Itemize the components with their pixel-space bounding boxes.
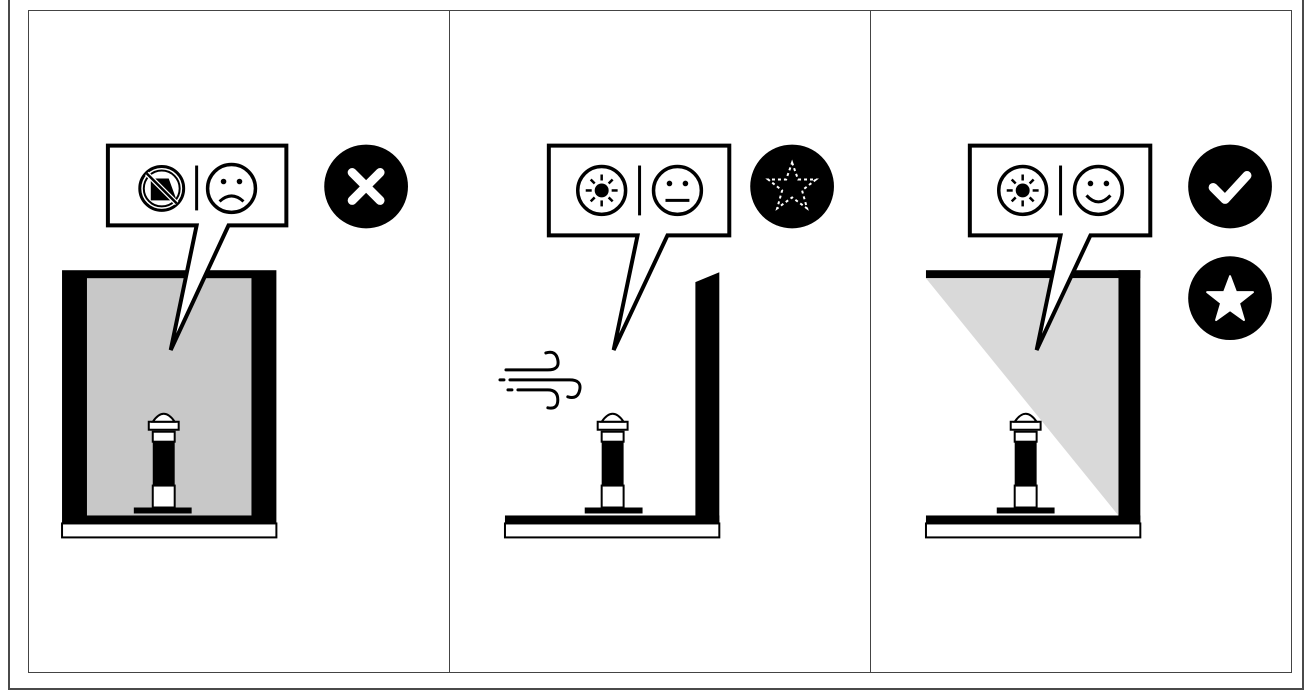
- bollard-light: [584, 412, 643, 514]
- enclosure-structure: [61, 270, 278, 539]
- no-sun-icon: [138, 165, 186, 212]
- panel-enclosed: [29, 11, 450, 672]
- x-icon: [324, 144, 408, 229]
- panel-open: [450, 11, 871, 672]
- enclosure-structure: [924, 270, 1142, 539]
- sun-icon: [997, 164, 1049, 217]
- bollard-light: [996, 412, 1055, 514]
- neutral-face-icon: [651, 164, 704, 217]
- panel-open-drawing: [498, 143, 834, 539]
- sun-icon: [576, 164, 628, 217]
- dashed-star-icon: [750, 144, 834, 229]
- outer-border: [8, 0, 1304, 690]
- panel-grid: [28, 10, 1292, 673]
- bollard-light: [133, 412, 192, 514]
- sad-face-icon: [205, 162, 258, 215]
- check-icon: [1188, 144, 1272, 229]
- panel-partial-drawing: [924, 143, 1272, 539]
- happy-face-icon: [1072, 164, 1125, 217]
- wind-icon: [498, 350, 582, 410]
- enclosure-structure: [503, 272, 721, 539]
- panel-partial: [871, 11, 1291, 672]
- star-icon: [1188, 256, 1272, 341]
- panel-enclosed-drawing: [61, 143, 408, 539]
